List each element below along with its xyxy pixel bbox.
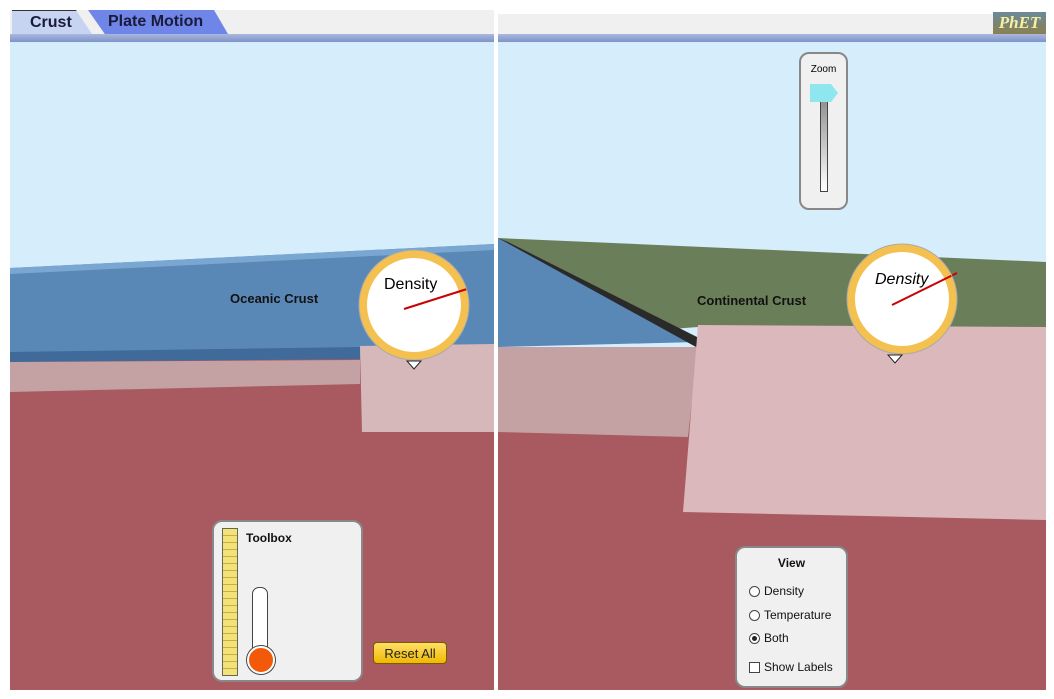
density-gauge-right[interactable]: Density <box>845 243 959 367</box>
oceanic-crust-label: Oceanic Crust <box>230 291 319 306</box>
option-label: Temperature <box>764 608 832 622</box>
toolbox-panel: Toolbox <box>212 520 363 682</box>
zoom-panel: Zoom <box>799 52 848 210</box>
crust-block <box>683 325 1046 520</box>
zoom-slider-thumb[interactable] <box>810 84 838 102</box>
option-label: Density <box>764 584 805 598</box>
zoom-track[interactable] <box>820 92 828 192</box>
tab-bar: Crust Plate Motion <box>10 10 494 34</box>
right-scene <box>498 42 1046 690</box>
continental-crust-label: Continental Crust <box>697 293 807 308</box>
view-panel: View Density Temperature Both Show Label… <box>735 546 848 688</box>
radio-button[interactable] <box>749 585 760 597</box>
crust-block <box>360 344 494 432</box>
radio-density[interactable]: Density <box>749 584 804 598</box>
show-labels-checkbox[interactable]: Show Labels <box>749 660 833 674</box>
radio-temperature[interactable]: Temperature <box>749 608 831 622</box>
radio-both[interactable]: Both <box>749 631 789 645</box>
toolbox-title: Toolbox <box>246 531 292 545</box>
gauge-label: Density <box>875 271 929 288</box>
tab-crust[interactable]: Crust <box>12 10 92 34</box>
checkbox[interactable] <box>749 661 760 673</box>
option-label: Both <box>764 631 789 645</box>
density-gauge-left[interactable]: Density <box>357 249 471 373</box>
thermometer-bulb[interactable] <box>247 646 275 674</box>
header-bar <box>498 34 1046 42</box>
gauge-label: Density <box>384 276 438 293</box>
option-label: Show Labels <box>764 660 833 674</box>
phet-logo[interactable]: PhET <box>993 12 1046 34</box>
radio-button[interactable] <box>749 632 760 644</box>
reset-all-button[interactable]: Reset All <box>373 642 447 664</box>
radio-button[interactable] <box>749 609 760 621</box>
tab-plate-motion[interactable]: Plate Motion <box>88 10 228 34</box>
tab-underline <box>10 34 494 42</box>
zoom-label: Zoom <box>810 64 837 75</box>
ruler-icon[interactable] <box>222 528 238 676</box>
view-title: View <box>777 556 806 570</box>
